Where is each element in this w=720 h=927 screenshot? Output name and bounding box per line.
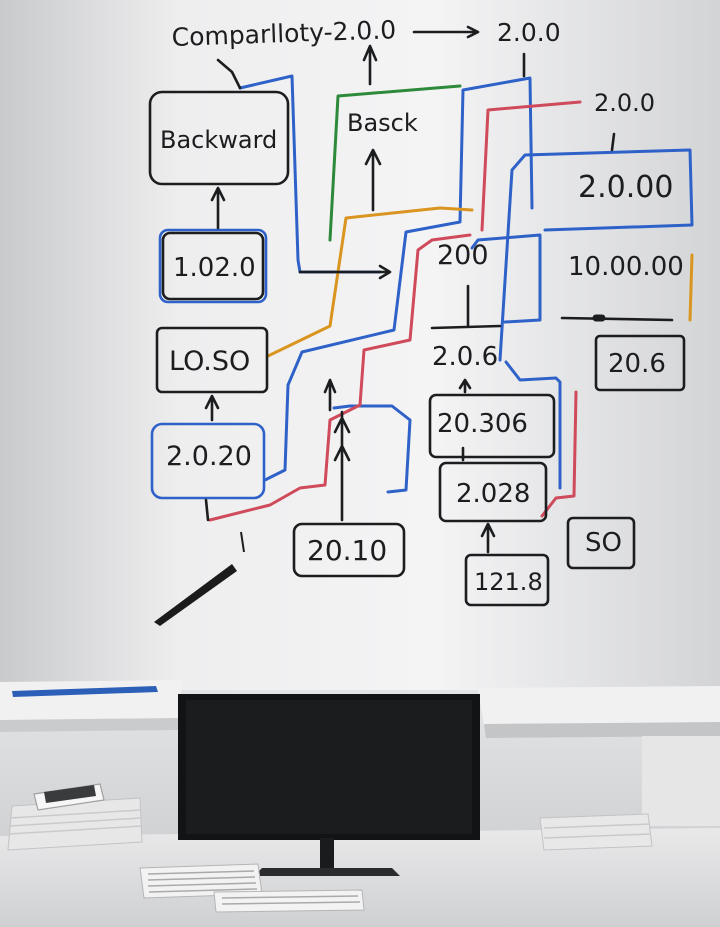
right-shelf xyxy=(478,686,720,826)
green-wire-1 xyxy=(328,84,462,242)
label-lo50: LO.SO xyxy=(169,346,250,377)
box-2020 xyxy=(150,422,266,500)
label-2010: 20.10 xyxy=(307,534,387,567)
monitor xyxy=(178,694,480,876)
blue-wire-6 xyxy=(470,233,542,324)
marker-body xyxy=(154,564,237,626)
diagram-labels: Comparlloty-2.0.0 2.0.0 2.0.0 Backward B… xyxy=(160,15,684,596)
version-top-label: 2.0.0 xyxy=(497,18,561,47)
diagram-wires xyxy=(208,74,694,522)
paper-stack xyxy=(7,783,143,851)
arrow-right-title xyxy=(412,25,480,39)
arrow-1218-up xyxy=(480,522,496,554)
rule-200 xyxy=(430,324,502,330)
box-1020 xyxy=(158,228,268,304)
label-50: SO xyxy=(585,528,622,558)
blue-wire-4 xyxy=(498,148,694,362)
box-206b xyxy=(594,334,686,392)
box-50 xyxy=(566,516,636,570)
arrow-2020-down xyxy=(204,498,210,522)
arrow-1020-to-backward xyxy=(210,186,226,230)
blue-wire-5 xyxy=(504,360,562,490)
label-206b: 20.6 xyxy=(608,349,666,379)
arrow-up-base xyxy=(364,148,382,212)
label-200: 200 xyxy=(437,240,489,271)
tick-right xyxy=(610,132,616,152)
blue-wire-3 xyxy=(332,404,412,494)
label-1020: 1.02.0 xyxy=(173,253,256,283)
label-2020: 2.0.20 xyxy=(166,441,252,472)
base-label: Basck xyxy=(347,109,418,137)
red-wire-2 xyxy=(480,100,582,232)
box-lo50 xyxy=(155,326,269,394)
orange-wire-2 xyxy=(688,253,694,322)
label-20306: 20.306 xyxy=(437,409,528,439)
marker-stroke-trace xyxy=(240,531,245,553)
arrow-left-up xyxy=(323,378,337,412)
arrow-up-title xyxy=(362,44,378,86)
box-2028 xyxy=(438,461,548,523)
version-right-label: 2.0.0 xyxy=(594,89,655,117)
arrow-right-box xyxy=(298,264,392,280)
blue-marker xyxy=(12,686,158,697)
right-paper-stack xyxy=(539,813,653,851)
arrow-2020-to-lo50 xyxy=(204,394,220,422)
red-wire-1 xyxy=(208,233,472,522)
label-2028: 2.028 xyxy=(456,479,530,509)
desk-top xyxy=(0,828,720,927)
label-1218: 121.8 xyxy=(474,568,543,596)
backward-label: Backward xyxy=(160,126,277,154)
box-backward xyxy=(148,90,290,186)
box-1218 xyxy=(464,553,550,607)
label-100000: 10.00.00 xyxy=(568,252,684,282)
orange-wire-1 xyxy=(266,206,474,358)
label-206: 2.0.6 xyxy=(432,342,498,372)
label-2000: 2.0.00 xyxy=(578,170,673,205)
blue-wire-2 xyxy=(263,76,534,482)
left-shelf xyxy=(0,680,182,732)
box-20306 xyxy=(428,393,556,459)
arrow-title-to-box xyxy=(216,58,242,90)
arrow-20306-up xyxy=(458,378,472,394)
arrow-2010-up xyxy=(333,410,351,522)
red-wire-3 xyxy=(540,390,578,518)
box-2010 xyxy=(292,522,406,578)
keyboard xyxy=(139,863,365,913)
diagram-boxes xyxy=(148,25,686,607)
rule-right xyxy=(560,316,674,322)
box-1020-inner xyxy=(161,231,265,301)
black-marker xyxy=(154,531,245,626)
